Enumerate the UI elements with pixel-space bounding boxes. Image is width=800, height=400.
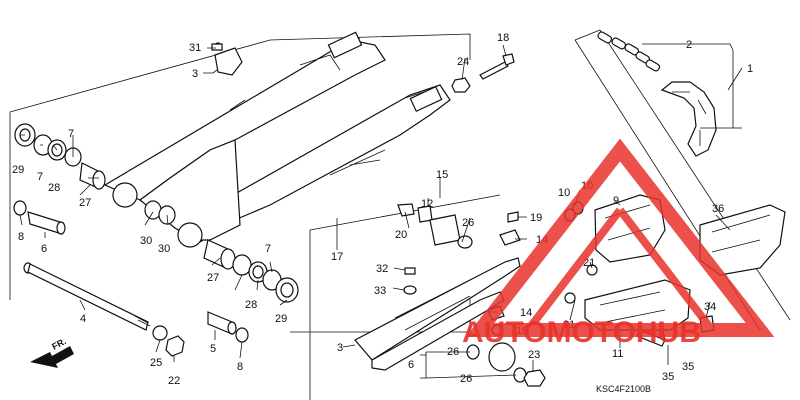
label-35-right: 35 <box>682 361 694 373</box>
label-28-left: 28 <box>48 182 60 194</box>
clip-14-upper <box>499 229 521 246</box>
label-23: 23 <box>528 349 540 361</box>
label-28-right: 28 <box>245 299 257 311</box>
label-34: 34 <box>704 301 716 313</box>
label-3-top: 3 <box>192 68 198 80</box>
label-22: 22 <box>168 375 180 387</box>
front-arrow <box>30 346 74 368</box>
dust-cap-8-left <box>13 200 27 216</box>
diagram-code: KSC4F2100B <box>596 384 651 394</box>
bolt-32 <box>404 267 416 275</box>
label-2: 2 <box>686 39 692 51</box>
roller-6 <box>488 342 516 372</box>
label-24: 24 <box>457 56 469 68</box>
label-30-b: 30 <box>158 243 170 255</box>
pivot-collar-6-end <box>56 221 66 235</box>
nut-24 <box>451 77 471 93</box>
label-30-a: 30 <box>140 235 152 247</box>
label-15: 15 <box>436 169 448 181</box>
pivot-bolt-4 <box>23 262 151 331</box>
label-33: 33 <box>374 285 386 297</box>
label-14-lower: 14 <box>520 307 532 319</box>
label-11: 11 <box>612 348 623 360</box>
label-6-left: 6 <box>41 243 47 255</box>
chain-guide-36 <box>699 204 786 276</box>
automotohub-logo <box>465 138 775 337</box>
label-5: 5 <box>210 343 216 355</box>
label-17: 17 <box>331 251 343 263</box>
label-4: 4 <box>80 313 86 325</box>
washer-25 <box>152 325 168 341</box>
label-27-left: 27 <box>79 197 91 209</box>
label-26-upper: 26 <box>462 217 474 229</box>
label-10-a: 10 <box>558 187 570 199</box>
label-35-lower: 35 <box>662 371 674 383</box>
label-7-left-a: 7 <box>37 171 43 183</box>
nut-22 <box>165 335 185 357</box>
bolt-20 <box>397 203 415 217</box>
dust-cap-8-bottom <box>235 327 249 343</box>
label-20: 20 <box>395 229 407 241</box>
screw-19-upper <box>507 211 519 223</box>
chain-slider <box>354 257 521 371</box>
bearing-stack-left <box>14 123 106 190</box>
label-8-left: 8 <box>18 231 24 243</box>
drive-chain <box>660 81 717 157</box>
screw-21-lower <box>564 292 576 304</box>
swingarm-frame-line <box>9 33 471 333</box>
label-26-low: 26 <box>460 373 472 385</box>
label-18: 18 <box>497 32 509 44</box>
label-32: 32 <box>376 263 388 275</box>
pivot-collar-5-end <box>227 321 237 335</box>
pivot-boss-left <box>112 182 138 208</box>
label-9: 9 <box>613 195 619 207</box>
watermark-text: AUTOMOTOHUB <box>462 316 701 349</box>
label-7-right: 7 <box>265 243 271 255</box>
label-25: 25 <box>150 357 162 369</box>
bolt-31 <box>211 43 223 51</box>
label-7-left-b: 7 <box>68 128 74 140</box>
pivot-boss-right <box>177 222 203 248</box>
label-3-slider: 3 <box>337 342 343 354</box>
label-19-upper: 19 <box>530 212 542 224</box>
nut-23 <box>523 369 546 387</box>
label-6-roller: 6 <box>408 359 414 371</box>
chain-master-links <box>597 31 661 72</box>
label-29-left: 29 <box>12 164 24 176</box>
bushing-15 <box>429 214 461 246</box>
label-27-right: 27 <box>207 272 219 284</box>
bearing-stack-right <box>203 239 299 303</box>
screw-21-upper <box>586 264 598 276</box>
label-29-right: 29 <box>275 313 287 325</box>
label-1: 1 <box>747 63 753 75</box>
bolt-18 <box>479 53 515 80</box>
washer-33 <box>403 285 417 295</box>
washer-26-upper <box>457 235 473 249</box>
label-8-bottom: 8 <box>237 361 243 373</box>
label-12: 12 <box>421 198 433 210</box>
label-36: 36 <box>712 203 724 215</box>
label-31: 31 <box>189 42 201 54</box>
label-26-mid: 26 <box>447 346 459 358</box>
